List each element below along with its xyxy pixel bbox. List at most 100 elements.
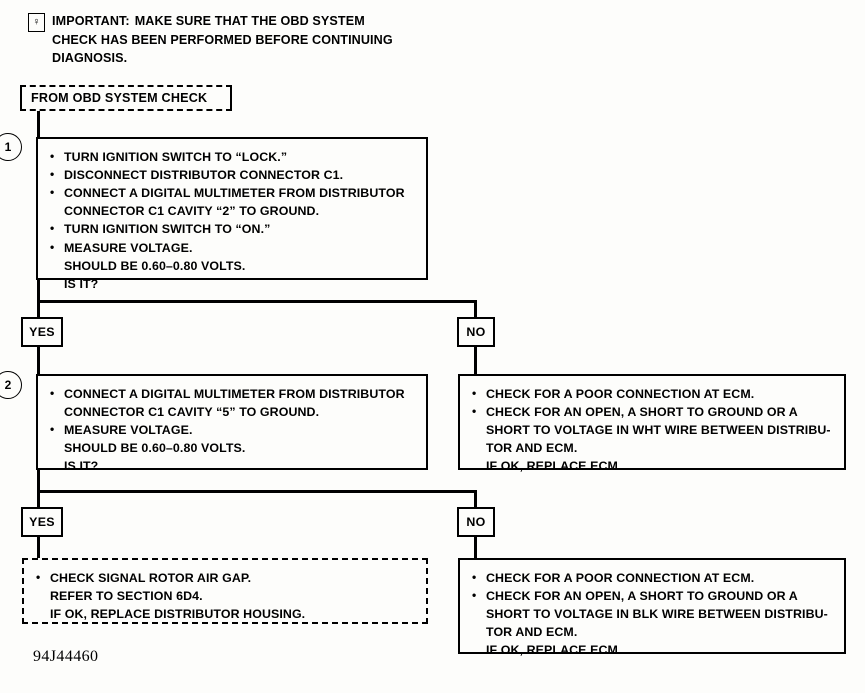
bullet-icon: •: [472, 386, 477, 400]
step-number-2: 2: [0, 371, 22, 399]
outcome-no-branch-1-lines: • CHECK FOR A POOR CONNECTION AT ECM. • …: [460, 376, 844, 485]
connector-step2-stem: [37, 470, 40, 493]
list-item: • TURN IGNITION SWITCH TO “ON.”: [50, 220, 418, 238]
list-item: • CHECK FOR A POOR CONNECTION AT ECM.: [472, 569, 836, 587]
list-item-continuation: SHORT TO VOLTAGE IN WHT WIRE BETWEEN DIS…: [472, 421, 836, 439]
list-item: • MEASURE VOLTAGE.: [50, 421, 418, 439]
decision-yes-2[interactable]: YES: [21, 507, 63, 537]
list-item: • DISCONNECT DISTRIBUTOR CONNECTOR C1.: [50, 166, 418, 184]
important-note-text: IMPORTANT:MAKE SURE THAT THE OBD SYSTEM …: [52, 12, 393, 68]
bullet-icon: •: [472, 404, 477, 419]
list-item-text: CONNECTOR C1 CAVITY “2” TO GROUND.: [64, 204, 320, 219]
list-item-text: CONNECT A DIGITAL MULTIMETER FROM DISTRI…: [64, 186, 405, 201]
decision-no-1-label: NO: [466, 325, 486, 339]
list-item-text: IF OK, REPLACE ECM.: [486, 643, 622, 658]
list-item-text: REFER TO SECTION 6D4.: [50, 589, 203, 604]
list-item-text: TURN IGNITION SWITCH TO “ON.”: [64, 222, 271, 237]
important-note-line3: DIAGNOSIS.: [52, 51, 128, 65]
bullet-icon: •: [50, 239, 55, 254]
step-number-2-label: 2: [4, 378, 12, 392]
step-2-lines: • CONNECT A DIGITAL MULTIMETER FROM DIST…: [38, 376, 426, 485]
list-item-continuation: IF OK, REPLACE DISTRIBUTOR HOUSING.: [36, 605, 418, 623]
bullet-icon: •: [50, 149, 55, 163]
connector-branch-bus-1: [37, 300, 477, 303]
entry-box-from-obd-system-check[interactable]: FROM OBD SYSTEM CHECK: [20, 85, 232, 111]
list-item-text: CONNECT A DIGITAL MULTIMETER FROM DISTRI…: [64, 387, 405, 401]
list-item: • TURN IGNITION SWITCH TO “LOCK.”: [50, 148, 418, 166]
list-item-text: SHOULD BE 0.60–0.80 VOLTS.: [64, 441, 246, 456]
list-item: • CHECK SIGNAL ROTOR AIR GAP.: [36, 569, 418, 587]
list-item-continuation: SHORT TO VOLTAGE IN BLK WIRE BETWEEN DIS…: [472, 605, 836, 623]
outcome-yes-final-box[interactable]: • CHECK SIGNAL ROTOR AIR GAP. REFER TO S…: [22, 558, 428, 624]
outcome-no-branch-1-box[interactable]: • CHECK FOR A POOR CONNECTION AT ECM. • …: [458, 374, 846, 473]
connector-no2-to-outcome: [474, 537, 477, 559]
list-item-continuation: REFER TO SECTION 6D4.: [36, 587, 418, 605]
list-item: • MEASURE VOLTAGE.: [50, 239, 418, 257]
list-item-text: CONNECTOR C1 CAVITY “5” TO GROUND.: [64, 405, 320, 420]
bullet-icon: •: [50, 422, 55, 437]
step-2-box[interactable]: • CONNECT A DIGITAL MULTIMETER FROM DIST…: [36, 374, 428, 473]
list-item-continuation: TOR AND ECM.: [472, 439, 836, 457]
list-item: • CHECK FOR A POOR CONNECTION AT ECM.: [472, 385, 836, 403]
decision-no-2[interactable]: NO: [457, 507, 495, 537]
list-item-text: IF OK, REPLACE DISTRIBUTOR HOUSING.: [50, 607, 306, 622]
list-item-text: TOR AND ECM.: [486, 441, 578, 456]
list-item-text: CHECK FOR A POOR CONNECTION AT ECM.: [486, 571, 755, 585]
list-item-text: MEASURE VOLTAGE.: [64, 423, 193, 438]
list-item-text: IF OK, REPLACE ECM.: [486, 459, 622, 474]
important-note-line1: MAKE SURE THAT THE OBD SYSTEM: [134, 14, 365, 28]
bullet-icon: •: [36, 570, 41, 584]
list-item-text: DISCONNECT DISTRIBUTOR CONNECTOR C1.: [64, 168, 344, 183]
list-item-continuation: IF OK, REPLACE ECM.: [472, 457, 836, 475]
bullet-icon: •: [472, 570, 477, 584]
list-item-continuation: TOR AND ECM.: [472, 623, 836, 641]
list-item-text: CHECK FOR A POOR CONNECTION AT ECM.: [486, 387, 755, 401]
list-item: • CONNECT A DIGITAL MULTIMETER FROM DIST…: [50, 184, 418, 202]
important-notice-icon: ♀: [28, 13, 45, 32]
list-item-text: CHECK SIGNAL ROTOR AIR GAP.: [50, 571, 252, 585]
connector-step1-stem: [37, 280, 40, 303]
document-reference-code: 94J44460: [33, 648, 99, 665]
step-number-1: 1: [0, 133, 22, 161]
connector-branch-2-no-drop: [474, 490, 477, 508]
step-1-lines: • TURN IGNITION SWITCH TO “LOCK.” • DISC…: [38, 139, 426, 302]
list-item-text: SHORT TO VOLTAGE IN WHT WIRE BETWEEN DIS…: [486, 423, 831, 438]
list-item-continuation: CONNECTOR C1 CAVITY “2” TO GROUND.: [50, 202, 418, 220]
outcome-no-branch-2-lines: • CHECK FOR A POOR CONNECTION AT ECM. • …: [460, 560, 844, 669]
list-item: • CHECK FOR AN OPEN, A SHORT TO GROUND O…: [472, 403, 836, 421]
decision-no-1[interactable]: NO: [457, 317, 495, 347]
list-item-text: MEASURE VOLTAGE.: [64, 240, 193, 255]
list-item-continuation: SHOULD BE 0.60–0.80 VOLTS.: [50, 439, 418, 457]
connector-entry-to-step1: [37, 111, 40, 138]
list-item-continuation: IF OK, REPLACE ECM.: [472, 641, 836, 659]
important-note: ♀ IMPORTANT: MAKE SURE THAT THE OBD SYSTE…: [28, 12, 458, 68]
list-item-text: TOR AND ECM.: [486, 625, 578, 640]
connector-branch-1-yes-drop: [37, 300, 40, 318]
bullet-icon: •: [50, 185, 55, 200]
outcome-yes-final-lines: • CHECK SIGNAL ROTOR AIR GAP. REFER TO S…: [24, 560, 426, 632]
list-item-text: CHECK FOR AN OPEN, A SHORT TO GROUND OR …: [486, 589, 798, 604]
list-item-text: CHECK FOR AN OPEN, A SHORT TO GROUND OR …: [486, 405, 798, 420]
decision-yes-1[interactable]: YES: [21, 317, 63, 347]
bullet-icon: •: [472, 588, 477, 603]
list-item-text: TURN IGNITION SWITCH TO “LOCK.”: [64, 150, 288, 164]
list-item: • CHECK FOR AN OPEN, A SHORT TO GROUND O…: [472, 587, 836, 605]
outcome-no-branch-2-box[interactable]: • CHECK FOR A POOR CONNECTION AT ECM. • …: [458, 558, 846, 657]
decision-yes-2-label: YES: [29, 515, 55, 529]
list-item-continuation: IS IT?: [50, 275, 418, 293]
list-item-continuation: IS IT?: [50, 457, 418, 475]
connector-no1-to-outcome: [474, 347, 477, 375]
decision-no-2-label: NO: [466, 515, 486, 529]
list-item-text: IS IT?: [64, 276, 99, 291]
important-note-lead: IMPORTANT:: [52, 14, 130, 28]
bullet-icon: •: [50, 386, 55, 400]
entry-box-label: FROM OBD SYSTEM CHECK: [31, 91, 208, 105]
step-1-box[interactable]: • TURN IGNITION SWITCH TO “LOCK.” • DISC…: [36, 137, 428, 291]
list-item: • CONNECT A DIGITAL MULTIMETER FROM DIST…: [50, 385, 418, 403]
connector-branch-2-yes-drop: [37, 490, 40, 508]
bullet-icon: •: [50, 221, 55, 236]
important-note-line2: CHECK HAS BEEN PERFORMED BEFORE CONTINUI…: [52, 32, 393, 47]
step-number-1-label: 1: [4, 140, 12, 154]
connector-yes1-to-step2: [37, 347, 40, 375]
